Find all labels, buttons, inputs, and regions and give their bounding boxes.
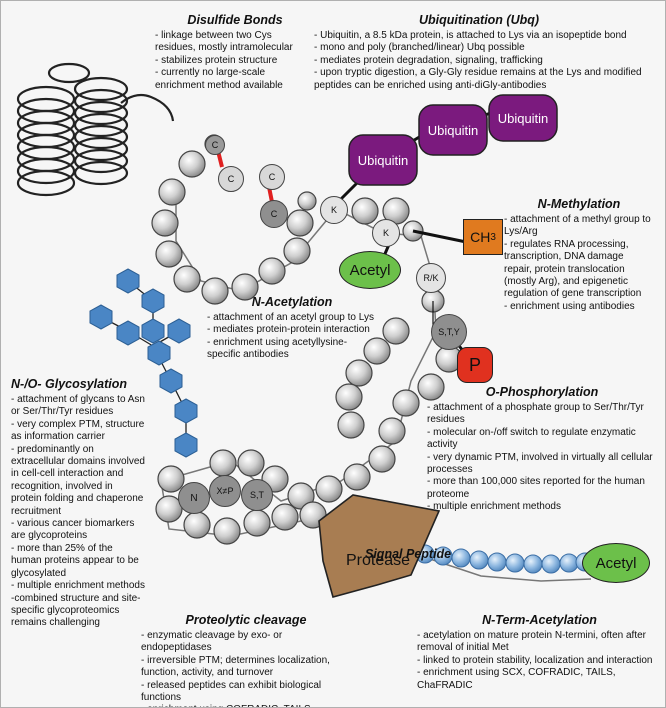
bullet-item: - irreversible PTM; determines localizat… bbox=[141, 654, 330, 679]
residue-sty: S,T,Y bbox=[431, 314, 467, 350]
n-methylation-items: - attachment of a methyl group to Lys/Ar… bbox=[504, 214, 654, 313]
bullet-item: - various cancer biomarkers are glycopro… bbox=[11, 518, 135, 542]
n-methylation-title: N-Methylation bbox=[537, 197, 621, 211]
bullet-item: -combined structure and site-specific gl… bbox=[11, 592, 141, 629]
glycan-units bbox=[89, 268, 198, 458]
phosphorylation-items: - attachment of a phosphate group to Ser… bbox=[427, 402, 657, 514]
disulfide-items: - linkage between two Cys residues, most… bbox=[155, 30, 315, 92]
acetyl-group-nterm: Acetyl bbox=[582, 543, 650, 583]
bullet-item: - very complex PTM, structure as informa… bbox=[11, 418, 145, 443]
ubiquitin-label-3: Ubiquitin bbox=[497, 110, 549, 126]
n-acetylation-block: N-Acetylation - attachment of an acetyl … bbox=[207, 295, 377, 362]
bullet-item: - predominantly on extracellular domains… bbox=[11, 443, 145, 517]
bullet-item: - enzymatic cleavage by exo- or endopept… bbox=[141, 630, 283, 654]
disulfide-block: Disulfide Bonds - linkage between two Cy… bbox=[155, 13, 315, 92]
helix-structure bbox=[16, 62, 175, 197]
bullet-item: - mediates protein degradation, signalin… bbox=[314, 54, 543, 66]
n-acetylation-items: - attachment of an acetyl group to Lys- … bbox=[207, 312, 377, 362]
bullet-item: - more than 100,000 sites reported for t… bbox=[427, 476, 645, 500]
phosphate-group: P bbox=[457, 347, 493, 383]
protease-shape bbox=[318, 494, 441, 598]
residue-cys-2: C bbox=[218, 166, 244, 192]
phosphorylation-block: O-Phosphorylation - attachment of a phos… bbox=[427, 385, 657, 514]
bullet-item: - enrichment using COFRADIC, TAILS, ChaF… bbox=[141, 704, 351, 707]
bullet-item: - molecular on-/off switch to regulate e… bbox=[427, 426, 636, 451]
proteolytic-title: Proteolytic cleavage bbox=[185, 613, 307, 627]
protease-label: Protease bbox=[345, 552, 411, 569]
ubiquitination-items: - Ubiquitin, a 8.5 kDa protein, is attac… bbox=[314, 30, 644, 92]
ubiquitin-2 bbox=[418, 104, 488, 156]
signal-peptide-title: Signal Peptide bbox=[365, 547, 452, 561]
bullet-item: - very dynamic PTM, involved in virtuall… bbox=[427, 451, 653, 476]
residue-cys-1: C bbox=[205, 135, 225, 155]
n-acetylation-title: N-Acetylation bbox=[251, 295, 333, 309]
bullet-item: - upon tryptic digestion, a Gly-Gly resi… bbox=[314, 67, 642, 91]
n-term-title: N-Term-Acetylation bbox=[482, 613, 597, 627]
residue-beads bbox=[151, 134, 463, 545]
bullet-item: - released peptides can exhibit biologic… bbox=[141, 679, 322, 704]
signal-peptide-block: Signal Peptide bbox=[365, 547, 485, 564]
bullet-item: - multiple enrichment methods bbox=[427, 501, 561, 513]
bullet-item: - more than 25% of the human proteins ap… bbox=[11, 542, 139, 579]
n-methylation-block: N-Methylation - attachment of a methyl g… bbox=[504, 197, 654, 313]
disulfide-title: Disulfide Bonds bbox=[187, 13, 283, 27]
bullet-item: - multiple enrichment methods bbox=[11, 580, 145, 592]
glycosylation-title: N-/O- Glycosylation bbox=[11, 377, 127, 391]
ubiquitin-label-1: Ubiquitin bbox=[357, 152, 409, 168]
residue-st: S,T bbox=[241, 479, 273, 511]
bullet-item: - enrichment using antibodies bbox=[504, 300, 635, 312]
residue-lys-acetyl: K bbox=[372, 219, 400, 247]
bullet-item: - attachment of a methyl group to Lys/Ar… bbox=[504, 214, 651, 238]
residue-xp: X≠P bbox=[209, 475, 241, 507]
glycosylation-block: N-/O- Glycosylation - attachment of glyc… bbox=[11, 377, 146, 630]
proteolytic-block: Proteolytic cleavage - enzymatic cleavag… bbox=[141, 613, 351, 707]
bullet-item: - attachment of an acetyl group to Lys bbox=[207, 312, 374, 323]
proteolytic-items: - enzymatic cleavage by exo- or endopept… bbox=[141, 630, 351, 707]
residue-asn: N bbox=[178, 482, 210, 514]
ubiquitination-block: Ubiquitination (Ubq) - Ubiquitin, a 8.5 … bbox=[314, 13, 644, 92]
bullet-item: - enrichment using acetyllysine-specific… bbox=[207, 336, 348, 361]
ubiquitination-title: Ubiquitination (Ubq) bbox=[418, 13, 540, 27]
bullet-item: - enrichment using SCX, COFRADIC, TAILS,… bbox=[417, 667, 616, 691]
n-term-block: N-Term-Acetylation - acetylation on matu… bbox=[417, 613, 662, 692]
residue-rk: R/K bbox=[416, 263, 446, 293]
ubiquitin-label-2: Ubiquitin bbox=[427, 122, 479, 138]
bullet-item: - currently no large-scale enrichment me… bbox=[155, 67, 283, 91]
residue-cys-4: C bbox=[260, 200, 288, 228]
n-term-items: - acetylation on mature protein N-termin… bbox=[417, 630, 662, 692]
bullet-item: - attachment of glycans to Asn or Ser/Th… bbox=[11, 394, 145, 418]
acetyl-group-lys: Acetyl bbox=[339, 251, 401, 289]
bullet-item: - stabilizes protein structure bbox=[155, 54, 278, 66]
bullet-item: - mediates protein-protein interaction bbox=[207, 324, 370, 336]
ubiquitin-3 bbox=[488, 94, 558, 142]
phosphorylation-title: O-Phosphorylation bbox=[485, 385, 599, 399]
bullet-item: - attachment of a phosphate group to Ser… bbox=[427, 402, 644, 426]
bullet-item: - mono and poly (branched/linear) Ubq po… bbox=[314, 42, 525, 54]
bullet-item: - linked to protein stability, localizat… bbox=[417, 654, 653, 666]
residue-cys-3: C bbox=[259, 164, 285, 190]
glycosylation-items: - attachment of glycans to Asn or Ser/Th… bbox=[11, 394, 146, 630]
bullet-item: - acetylation on mature protein N-termin… bbox=[417, 630, 646, 654]
bullet-item: - regulates RNA processing, transcriptio… bbox=[504, 238, 642, 300]
bullet-item: - linkage between two Cys residues, most… bbox=[155, 30, 293, 54]
ubiquitin-1 bbox=[348, 134, 418, 186]
residue-lys-ubq: K bbox=[320, 196, 348, 224]
bullet-item: - Ubiquitin, a 8.5 kDa protein, is attac… bbox=[314, 30, 627, 41]
